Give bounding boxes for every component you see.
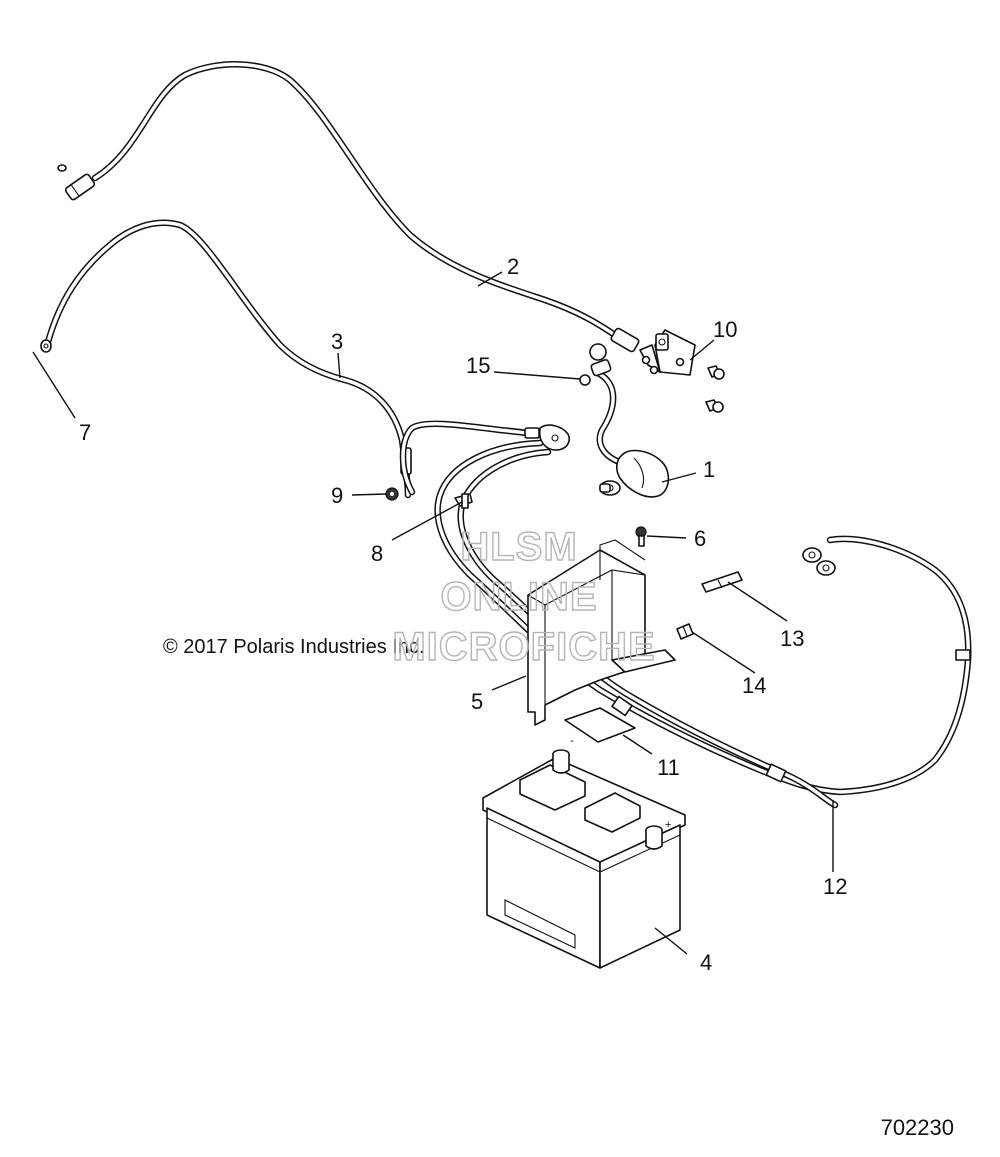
label-part-11 xyxy=(564,707,636,743)
battery-part-4: - + xyxy=(482,735,686,969)
callout-13: 13 xyxy=(780,626,804,651)
callout-15: 15 xyxy=(466,353,490,378)
callout-11: 11 xyxy=(657,755,680,780)
screw-part-6 xyxy=(635,526,647,547)
callout-labels: 1 2 3 4 5 6 7 8 9 10 11 12 13 14 15 xyxy=(79,254,847,975)
svg-text:+: + xyxy=(665,819,671,831)
watermark-line-2: ONLINE xyxy=(440,575,597,619)
bolt-part-9 xyxy=(385,487,399,501)
callout-1: 1 xyxy=(703,457,715,482)
cable-harness-loop xyxy=(399,420,571,496)
cable-part-2 xyxy=(57,61,640,353)
drawing-number: 702230 xyxy=(881,1115,954,1140)
battery-terminal-positive xyxy=(645,825,663,850)
bolt-small-b xyxy=(705,399,724,413)
callout-4: 4 xyxy=(700,950,712,975)
leader-lines xyxy=(32,271,834,955)
copyright-notice: © 2017 Polaris Industries Inc. xyxy=(163,636,425,658)
strap-part-13 xyxy=(701,571,743,593)
watermark-line-3: MICROFICHE xyxy=(392,625,655,669)
callout-14: 14 xyxy=(742,673,766,698)
callout-7: 7 xyxy=(79,420,91,445)
battery-terminal-negative xyxy=(552,749,570,774)
nut-part-15 xyxy=(579,374,591,386)
solenoid-part-10 xyxy=(639,329,696,376)
watermark-line-1: HLSM xyxy=(460,525,577,569)
clip-part-14 xyxy=(676,623,694,640)
callout-2: 2 xyxy=(507,254,519,279)
callout-12: 12 xyxy=(823,874,847,899)
callout-8: 8 xyxy=(371,541,383,566)
callout-9: 9 xyxy=(331,483,343,508)
cable-part-1 xyxy=(589,343,670,498)
callout-5: 5 xyxy=(471,689,483,714)
callout-10: 10 xyxy=(713,317,737,342)
callout-6: 6 xyxy=(694,526,706,551)
bolt-small-a xyxy=(707,365,725,380)
cable-part-3 xyxy=(40,219,412,499)
watermark: HLSM ONLINE MICROFICHE xyxy=(392,524,656,669)
cable-part-12 xyxy=(434,439,972,809)
bracket-part-5 xyxy=(527,539,676,726)
svg-text:-: - xyxy=(570,735,574,747)
callout-3: 3 xyxy=(331,329,343,354)
clip-part-8 xyxy=(454,493,473,509)
